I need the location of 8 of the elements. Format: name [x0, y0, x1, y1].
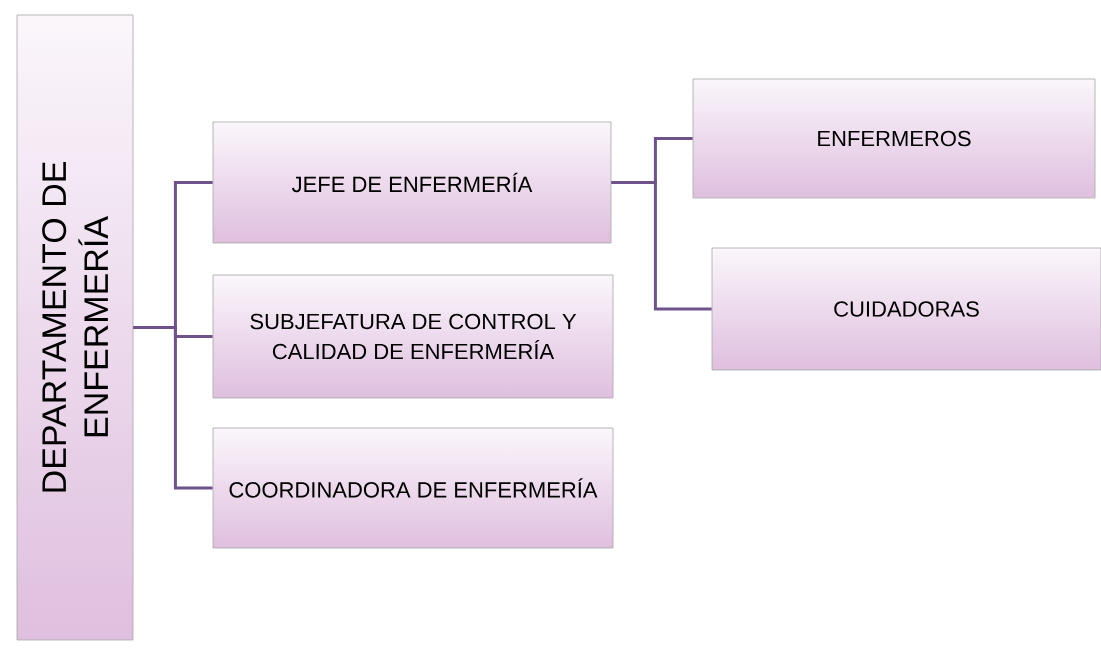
unit-box: CUIDADORAS [711, 247, 1101, 371]
unit-box: COORDINADORA DE ENFERMERÍA [212, 427, 614, 549]
connector-line [611, 181, 712, 311]
connector-line [133, 326, 213, 490]
unit-box: ENFERMEROS [692, 78, 1096, 199]
unit-box: SUBJEFATURA DE CONTROL Y CALIDAD DE ENFERMERÍA [212, 274, 614, 399]
department-box: DEPARTAMENTO DE ENFERMERÍA [16, 14, 134, 641]
unit-box: JEFE DE ENFERMERÍA [212, 121, 612, 244]
